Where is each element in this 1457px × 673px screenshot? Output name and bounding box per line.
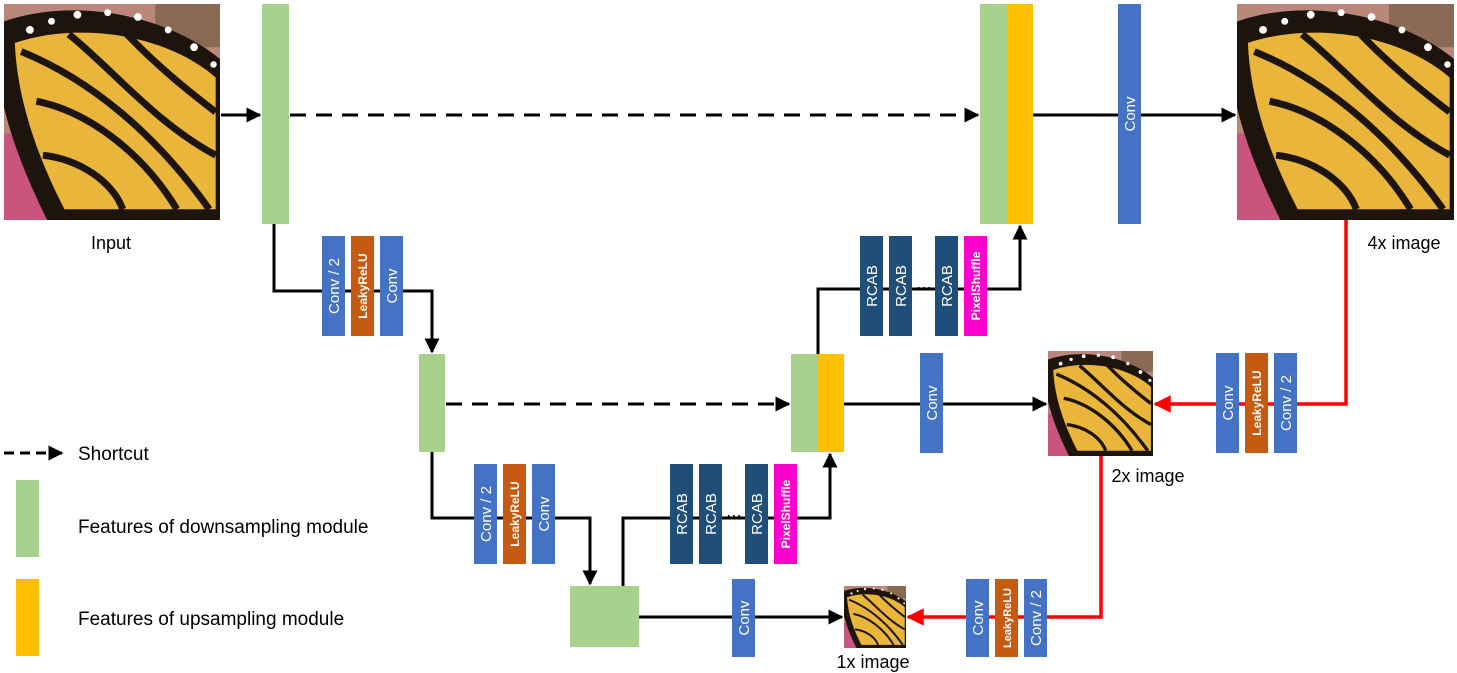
output-2x-image (1048, 351, 1153, 456)
rcab-block: RCAB (889, 236, 912, 336)
svg-text:Conv: Conv (384, 268, 401, 304)
svg-text:Conv / 2: Conv / 2 (326, 258, 343, 314)
svg-text:Conv: Conv (1122, 96, 1139, 132)
pixelshuffle-block: PixelShuffle (774, 464, 797, 564)
svg-text:Conv / 2: Conv / 2 (1028, 590, 1045, 646)
rcab-ellipsis: ⋯ (726, 508, 742, 525)
conv-block: Conv (1216, 353, 1239, 453)
up-feature-level2 (817, 354, 844, 452)
legend-up-label: Features of upsampling module (78, 609, 344, 630)
pixelshuffle-block: PixelShuffle (964, 236, 987, 336)
output-4x-label: 4x image (1367, 233, 1440, 253)
down-feature-level1 (262, 4, 289, 224)
svg-text:LeakyReLU: LeakyReLU (508, 481, 522, 546)
leakyrelu-block: LeakyReLU (351, 236, 374, 336)
input-label: Input (91, 233, 131, 253)
svg-text:LeakyReLU: LeakyReLU (356, 253, 370, 318)
conv-half-block: Conv / 2 (322, 236, 345, 336)
conv-block: Conv (380, 236, 403, 336)
leakyrelu-block: LeakyReLU (503, 464, 526, 564)
up-arrow-level1 (816, 224, 1028, 354)
conv-half-block: Conv / 2 (1274, 353, 1297, 453)
svg-text:Conv: Conv (924, 385, 941, 421)
legend-up-swatch (16, 579, 39, 656)
rcab-block: RCAB (860, 236, 883, 336)
svg-text:Conv: Conv (1220, 385, 1237, 421)
svg-text:RCAB: RCAB (703, 493, 720, 535)
svg-text:RCAB: RCAB (893, 265, 910, 307)
up-arrow-level2 (621, 452, 838, 586)
skip-feature-level2 (791, 354, 817, 452)
output-1x-image (844, 586, 906, 648)
conv-block-1x: Conv (732, 579, 755, 657)
output-2x-label: 2x image (1111, 466, 1184, 486)
down-feature-level2 (419, 354, 445, 452)
input-image (0, 4, 231, 220)
rcab-block: RCAB (699, 464, 722, 564)
svg-text:Conv: Conv (536, 496, 553, 532)
leakyrelu-block: LeakyReLU (1245, 353, 1268, 453)
svg-text:RCAB: RCAB (749, 493, 766, 535)
rcab-block: RCAB (745, 464, 768, 564)
leakyrelu-block: LeakyReLU (995, 579, 1018, 657)
output-1x-label: 1x image (836, 652, 909, 672)
svg-text:Conv / 2: Conv / 2 (478, 486, 495, 542)
legend-shortcut-label: Shortcut (78, 444, 149, 465)
conv-half-block: Conv / 2 (1024, 579, 1047, 657)
output-4x-image (1226, 4, 1457, 220)
conv-block-2x: Conv (920, 353, 943, 453)
svg-text:PixelShuffle: PixelShuffle (779, 479, 793, 548)
rcab-block: RCAB (935, 236, 958, 336)
legend-down-swatch (16, 480, 39, 557)
conv-block: Conv (966, 579, 989, 657)
legend-down-label: Features of downsampling module (78, 517, 368, 538)
svg-text:Conv: Conv (970, 600, 987, 636)
skip-feature-level1 (980, 4, 1007, 224)
svg-text:RCAB: RCAB (939, 265, 956, 307)
rcab-block: RCAB (670, 464, 693, 564)
svg-text:LeakyReLU: LeakyReLU (1002, 588, 1014, 648)
svg-text:PixelShuffle: PixelShuffle (969, 251, 983, 320)
up-feature-level1 (1007, 4, 1033, 224)
conv-block: Conv (532, 464, 555, 564)
down-feature-level3 (570, 586, 639, 647)
svg-text:RCAB: RCAB (864, 265, 881, 307)
svg-text:RCAB: RCAB (674, 493, 691, 535)
rcab-ellipsis: ⋯ (916, 280, 932, 297)
conv-half-block: Conv / 2 (474, 464, 497, 564)
svg-text:LeakyReLU: LeakyReLU (1250, 370, 1264, 435)
conv-block-4x: Conv (1118, 4, 1141, 224)
svg-text:Conv / 2: Conv / 2 (1278, 375, 1295, 431)
svg-text:Conv: Conv (736, 600, 753, 636)
